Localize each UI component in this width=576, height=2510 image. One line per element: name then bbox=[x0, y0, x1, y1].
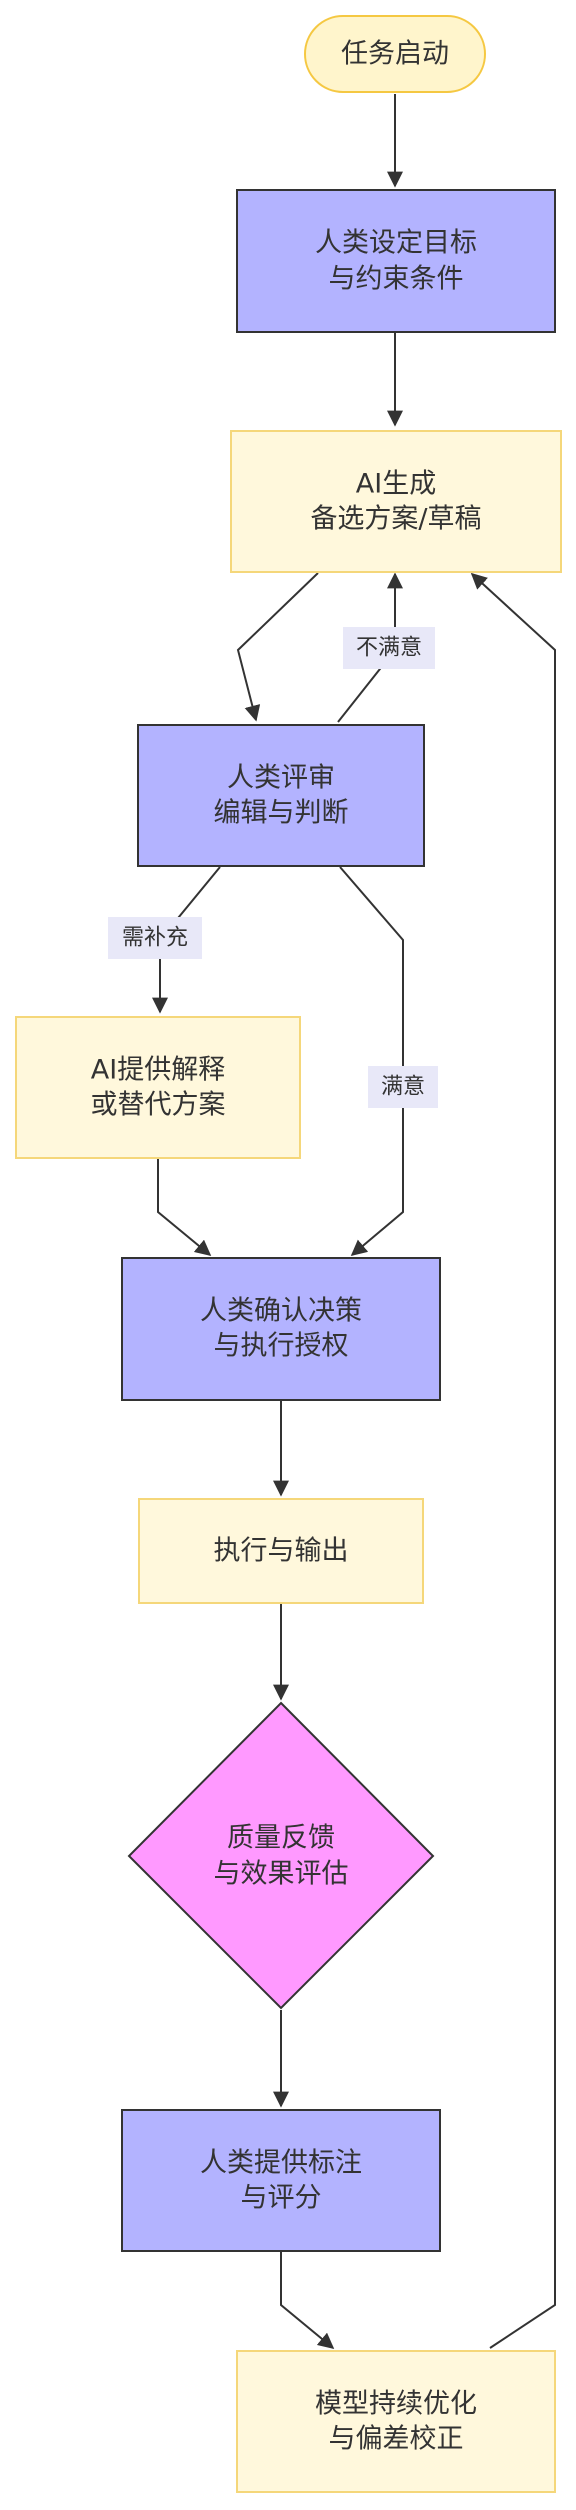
node-execute: 执行与输出 bbox=[138, 1498, 424, 1604]
node-human-goal-shape bbox=[236, 189, 556, 333]
edge-label-not-satisfied: 不满意 bbox=[343, 627, 435, 669]
edge-label-to-optimize bbox=[280, 2252, 335, 2350]
node-quality-line-1: 质量反馈 bbox=[227, 1823, 335, 1854]
edge-optimize-to-generate-loop bbox=[470, 572, 556, 2349]
node-human-confirm-line-1: 人类确认决策 bbox=[200, 1296, 362, 1327]
node-human-goal-line-2: 与约束条件 bbox=[329, 264, 464, 295]
node-human-goal-line-1: 人类设定目标 bbox=[315, 228, 477, 259]
node-ai-explain-shape bbox=[15, 1016, 301, 1159]
node-human-label-line-1: 人类提供标注 bbox=[200, 2148, 362, 2179]
edge-generate-to-review bbox=[236, 572, 319, 722]
node-model-optimize-shape bbox=[236, 2350, 556, 2493]
edge-label-need-more: 需补充 bbox=[108, 917, 202, 959]
node-human-review: 人类评审 编辑与判断 bbox=[137, 724, 425, 867]
node-execute-shape bbox=[138, 1498, 424, 1604]
node-model-optimize-line-1: 模型持续优化 bbox=[315, 2389, 477, 2420]
edge-label-satisfied: 满意 bbox=[368, 1066, 438, 1108]
node-human-confirm-shape bbox=[121, 1257, 441, 1401]
node-start: 任务启动 bbox=[304, 15, 486, 93]
node-quality-decision: 质量反馈 与效果评估 bbox=[127, 1701, 435, 2010]
node-human-goal: 人类设定目标 与约束条件 bbox=[236, 189, 556, 333]
edge-review-to-confirm-satisfied bbox=[339, 866, 404, 1257]
node-ai-generate: AI生成 备选方案/草稿 bbox=[230, 430, 562, 573]
node-human-review-line-1: 人类评审 bbox=[227, 763, 335, 794]
node-human-review-line-2: 编辑与判断 bbox=[214, 798, 349, 829]
node-start-label: 任务启动 bbox=[341, 39, 449, 70]
node-human-review-shape bbox=[137, 724, 425, 867]
node-start-shape bbox=[304, 15, 486, 93]
node-model-optimize: 模型持续优化 与偏差校正 bbox=[236, 2350, 556, 2493]
node-human-confirm-line-2: 与执行授权 bbox=[214, 1331, 349, 1362]
node-ai-explain-line-1: AI提供解释 bbox=[91, 1055, 225, 1086]
edge-label-satisfied-text: 满意 bbox=[381, 1075, 425, 1100]
node-ai-generate-line-1: AI生成 bbox=[356, 469, 436, 500]
node-ai-explain-line-2: 或替代方案 bbox=[91, 1090, 226, 1121]
node-human-label-line-2: 与评分 bbox=[241, 2183, 322, 2214]
edge-label-not-satisfied-text: 不满意 bbox=[356, 636, 422, 661]
node-human-label: 人类提供标注 与评分 bbox=[121, 2109, 441, 2252]
node-ai-explain: AI提供解释 或替代方案 bbox=[15, 1016, 301, 1159]
edge-explain-to-confirm bbox=[157, 1157, 212, 1257]
node-execute-label: 执行与输出 bbox=[214, 1536, 349, 1567]
node-ai-generate-shape bbox=[230, 430, 562, 573]
node-ai-generate-line-2: 备选方案/草稿 bbox=[310, 504, 481, 535]
node-quality-line-2: 与效果评估 bbox=[214, 1859, 349, 1890]
node-human-label-shape bbox=[121, 2109, 441, 2252]
edge-label-need-more-text: 需补充 bbox=[122, 926, 188, 951]
node-human-confirm: 人类确认决策 与执行授权 bbox=[121, 1257, 441, 1401]
node-model-optimize-line-2: 与偏差校正 bbox=[329, 2424, 464, 2455]
node-quality-shape bbox=[127, 1701, 435, 2010]
